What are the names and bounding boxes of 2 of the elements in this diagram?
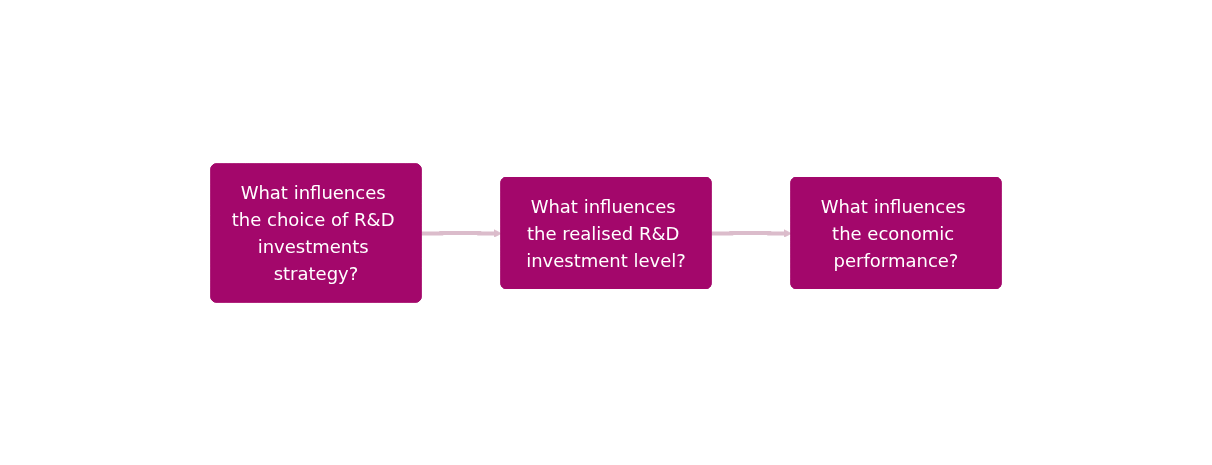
arrow (711, 228, 792, 238)
arrow (421, 228, 502, 238)
